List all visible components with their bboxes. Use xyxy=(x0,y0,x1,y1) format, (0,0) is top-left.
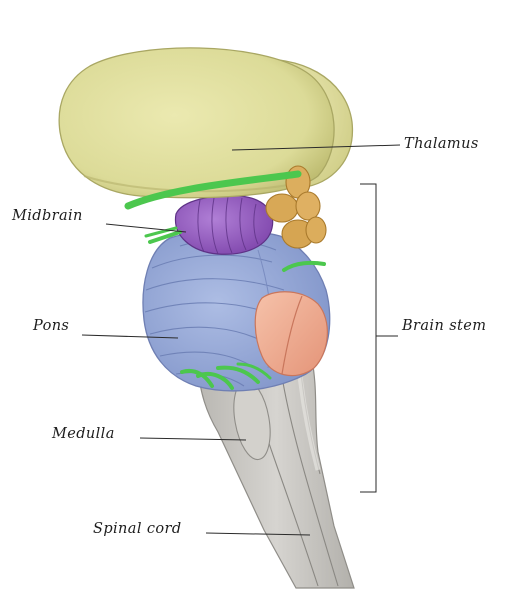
spinal-cord-shape xyxy=(198,360,354,588)
colliculus-5 xyxy=(306,217,326,243)
peduncle-shape xyxy=(255,292,327,376)
thalamus-label: Thalamus xyxy=(404,136,479,152)
medulla-label: Medulla xyxy=(52,426,115,442)
brain-stem-label: Brain stem xyxy=(402,318,486,334)
brain-stem-bracket xyxy=(360,184,376,492)
medulla-and-spinal-cord xyxy=(198,360,354,588)
spinal-cord-label: Spinal cord xyxy=(93,521,182,537)
pons-label: Pons xyxy=(33,318,69,334)
colliculus-2 xyxy=(266,194,298,222)
midbrain xyxy=(175,196,272,255)
midbrain-shape xyxy=(175,196,272,255)
cerebral-peduncle xyxy=(255,292,327,376)
midbrain-label: Midbrain xyxy=(12,208,83,224)
colliculus-3 xyxy=(296,192,320,220)
